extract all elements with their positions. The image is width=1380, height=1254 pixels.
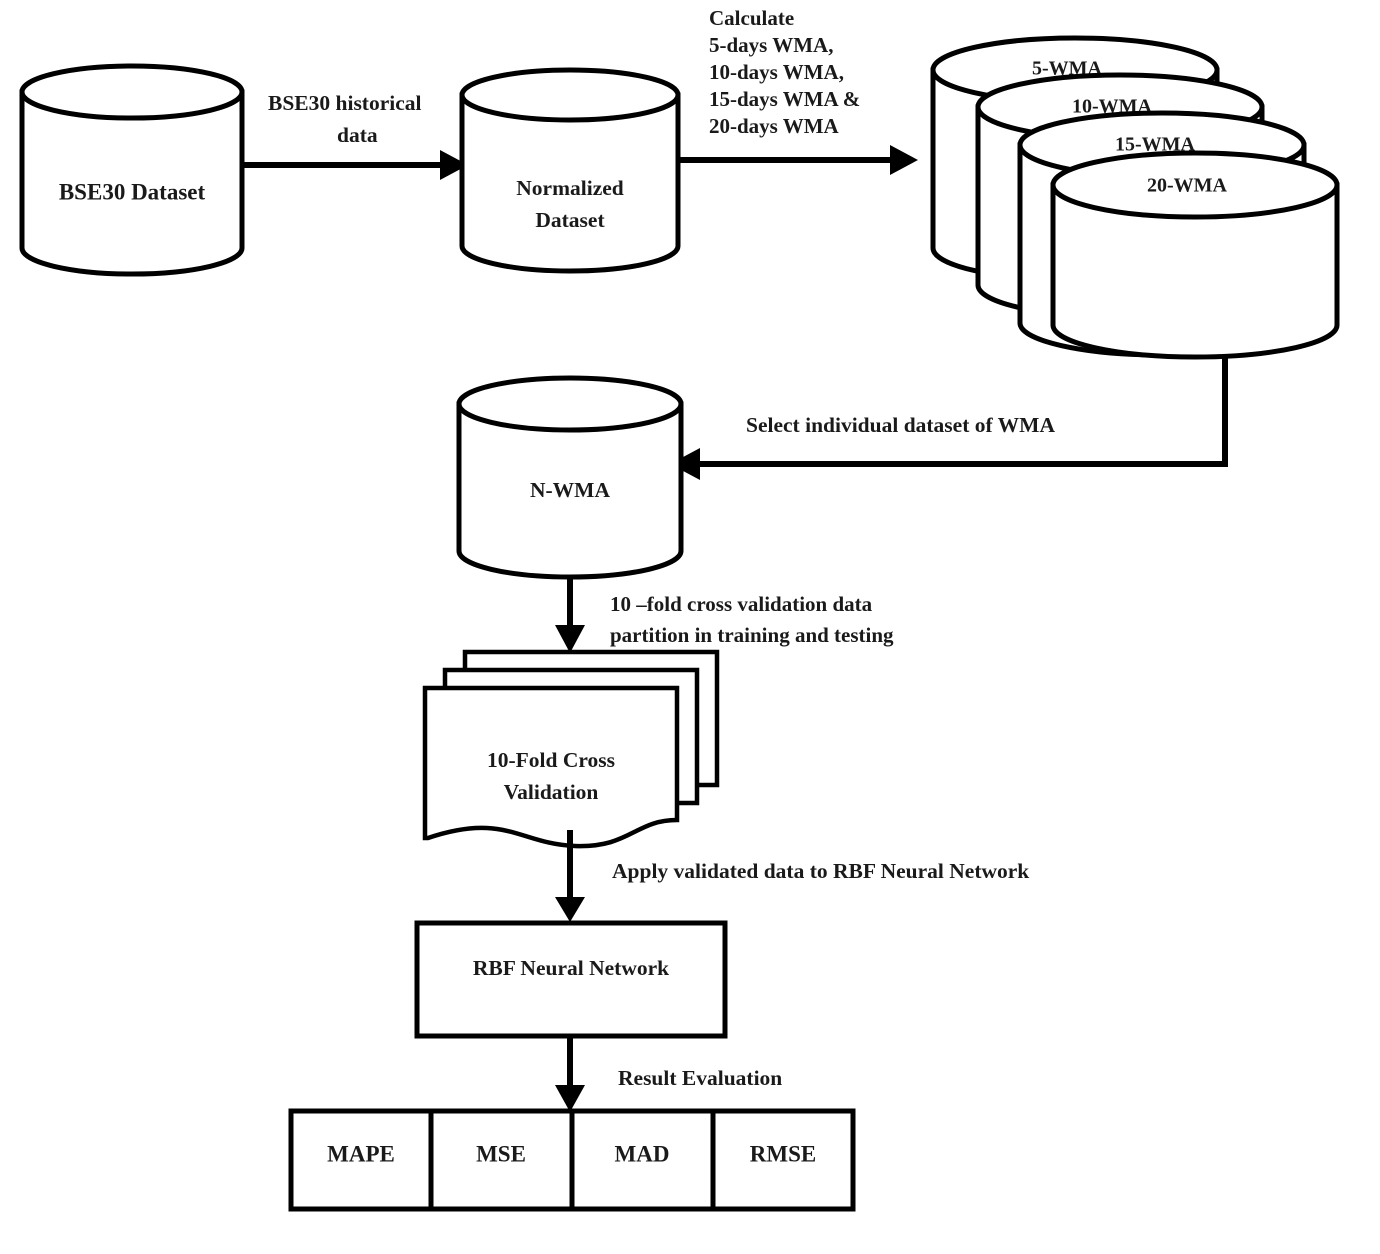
node-label-rbf-network: RBF Neural Network (473, 956, 669, 980)
edge-label-cv-split-line1: 10 –fold cross validation data (610, 592, 873, 616)
edge-result-evaluation (555, 1036, 585, 1112)
node-label-metric-mape: MAPE (327, 1141, 395, 1166)
node-label-normalized-dataset-line1: Normalized (516, 176, 624, 200)
edge-label-historical-data-line1: BSE30 historical (268, 91, 422, 115)
node-label-wma-20: 20-WMA (1147, 175, 1228, 197)
node-label-metric-rmse: RMSE (750, 1141, 816, 1166)
edge-label-select-wma: Select individual dataset of WMA (746, 413, 1055, 437)
node-label-bse30-dataset: BSE30 Dataset (59, 179, 206, 204)
node-label-wma-15: 15-WMA (1115, 134, 1196, 156)
node-wma-stack[interactable]: 5-WMA 10-WMA 15-WMA 20-WMA (930, 35, 1340, 360)
node-wma-cylinder-20[interactable]: 20-WMA (1050, 150, 1340, 360)
edge-select-wma (670, 357, 1228, 480)
node-rbf-network[interactable]: RBF Neural Network (414, 920, 728, 1039)
edge-label-calculate-line2: 5-days WMA, (709, 33, 833, 57)
edge-apply-validated (555, 830, 585, 922)
edge-label-calculate-line4: 15-days WMA & (709, 87, 860, 111)
node-label-cross-validation-line1: 10-Fold Cross (487, 748, 615, 772)
edge-cross-validation-split (555, 578, 585, 653)
edge-historical-data (240, 150, 468, 180)
document-layer-front (422, 685, 680, 849)
node-cross-validation[interactable]: 10-Fold Cross Validation (422, 649, 720, 849)
edge-label-calculate-line3: 10-days WMA, (709, 60, 844, 84)
node-label-normalized-dataset-line2: Dataset (535, 208, 605, 232)
edge-label-calculate-line1: Calculate (709, 6, 794, 30)
node-label-cross-validation-line2: Validation (504, 780, 599, 804)
node-result-metrics[interactable]: MAPE MSE MAD RMSE (288, 1108, 856, 1212)
edge-calculate-wma (680, 145, 918, 175)
edge-label-historical-data-line2: data (337, 123, 378, 147)
edge-label-cv-split-line2: partition in training and testing (610, 623, 894, 647)
edge-label-calculate-line5: 20-days WMA (709, 114, 840, 138)
node-label-metric-mad: MAD (615, 1141, 670, 1166)
node-label-n-wma: N-WMA (530, 478, 610, 502)
edge-label-result-evaluation: Result Evaluation (618, 1066, 782, 1090)
node-n-wma[interactable]: N-WMA (456, 375, 684, 580)
node-normalized-dataset[interactable]: Normalized Dataset (459, 67, 681, 274)
node-bse30-dataset[interactable]: BSE30 Dataset (19, 63, 245, 277)
edge-label-apply-validated: Apply validated data to RBF Neural Netwo… (612, 859, 1029, 883)
node-label-metric-mse: MSE (476, 1141, 526, 1166)
